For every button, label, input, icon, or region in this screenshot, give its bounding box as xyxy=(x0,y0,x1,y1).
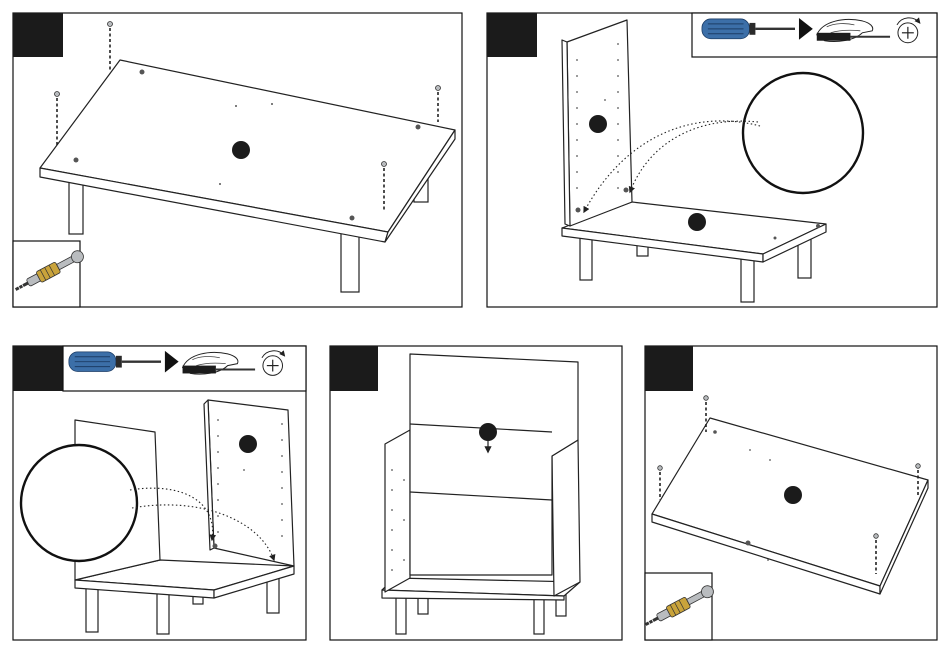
step-3-panel xyxy=(13,346,306,640)
step-5-panel xyxy=(643,346,937,640)
detail-magnifier xyxy=(743,73,863,193)
step-5-badge xyxy=(645,346,693,391)
step-2-badge xyxy=(487,13,537,57)
step-4-panel xyxy=(330,346,622,640)
step-4-badge xyxy=(330,346,378,391)
part-marker-dot xyxy=(232,141,250,159)
step-2-panel xyxy=(487,13,937,307)
step-1-badge xyxy=(13,13,63,57)
step-1-panel xyxy=(13,13,462,307)
step-3-badge xyxy=(13,346,63,391)
